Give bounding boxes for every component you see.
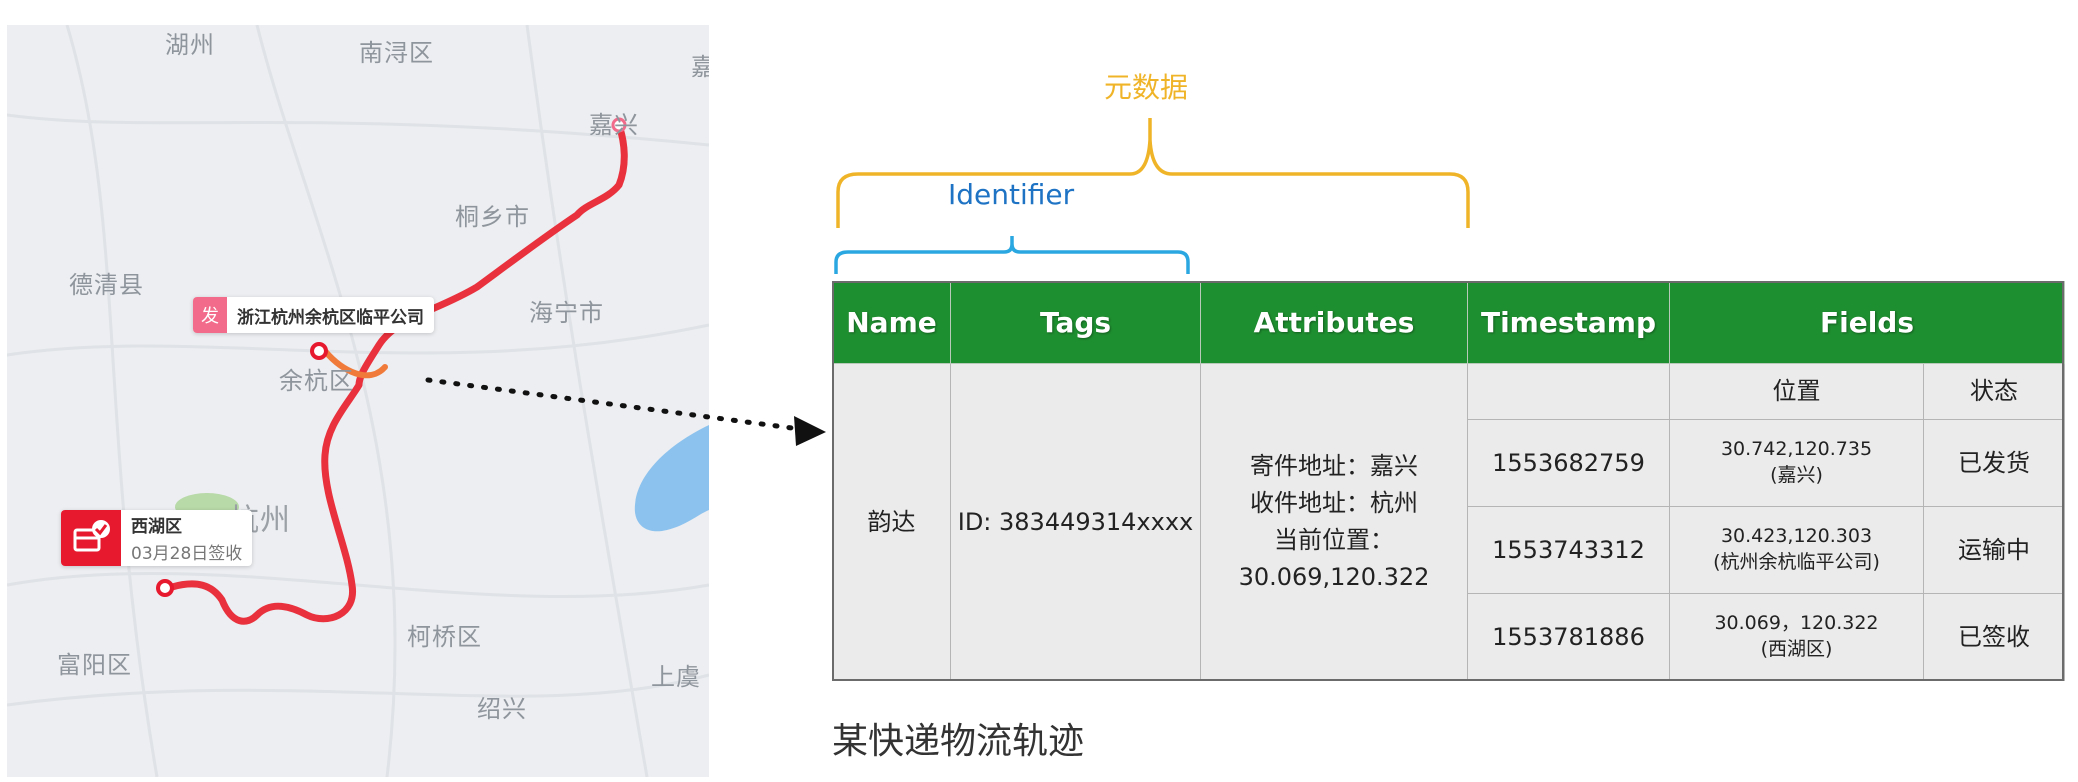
attr-current-coords: 30.069,120.322 — [1238, 563, 1430, 592]
arrow-head — [794, 416, 826, 446]
package-signed-icon — [61, 510, 121, 566]
cell-timestamp: 1553743312 — [1467, 505, 1670, 594]
destination-callout[interactable]: 西湖区 03月28日签收 — [61, 510, 253, 566]
cell-name: 韵达 — [832, 363, 951, 681]
location-note: (西湖区) — [1760, 637, 1833, 660]
metadata-label: 元数据 — [1104, 71, 1189, 104]
attr-current-label: 当前位置： — [1274, 526, 1394, 554]
river-water — [634, 425, 709, 532]
diagram-caption: 某快递物流轨迹 — [832, 721, 1085, 762]
place-jia-edge: 嘉 — [691, 53, 709, 81]
place-jiaxing: 嘉兴 — [589, 111, 639, 139]
place-shaoxing: 绍兴 — [477, 695, 527, 723]
attr-sender: 寄件地址：嘉兴 — [1250, 451, 1418, 480]
location-note: (嘉兴) — [1770, 463, 1823, 486]
place-huzhou: 湖州 — [165, 31, 215, 59]
origin-marker — [310, 342, 328, 360]
place-keqiao: 柯桥区 — [407, 623, 482, 651]
cell-timestamp-empty — [1467, 363, 1670, 420]
subheader-status: 状态 — [1923, 363, 2065, 420]
cell-timestamp: 1553682759 — [1467, 418, 1670, 507]
cell-status: 已发货 — [1923, 418, 2065, 507]
identifier-brace — [834, 236, 1190, 274]
cell-attributes: 寄件地址：嘉兴 收件地址：杭州 当前位置： 30.069,120.322 — [1200, 363, 1468, 681]
time-series-table: Name Tags Attributes Timestamp Fields 韵达… — [832, 281, 2065, 682]
header-tags: Tags — [950, 281, 1201, 364]
origin-callout[interactable]: 发 浙江杭州余杭区临平公司 — [193, 297, 434, 333]
subheader-location: 位置 — [1669, 363, 1924, 420]
location-note: (杭州余杭临平公司) — [1713, 550, 1880, 573]
destination-marker — [611, 117, 627, 133]
cell-status: 运输中 — [1923, 505, 2065, 594]
place-deqing: 德清县 — [69, 271, 144, 299]
cell-timestamp: 1553781886 — [1467, 592, 1670, 682]
destination-subtitle: 03月28日签收 — [131, 544, 243, 564]
location-coords: 30.423,120.303 — [1720, 525, 1873, 548]
cell-location: 30.423,120.303 (杭州余杭临平公司) — [1669, 505, 1924, 594]
table-row: 1553781886 30.069，120.322 (西湖区) 已签收 — [833, 592, 2065, 682]
table-row: 韵达 ID: 383449314xxxx 寄件地址：嘉兴 收件地址：杭州 当前位… — [832, 363, 2065, 681]
place-haining: 海宁市 — [529, 299, 604, 327]
attr-receiver: 收件地址：杭州 — [1250, 488, 1418, 517]
place-yuhang: 余杭区 — [279, 367, 354, 395]
place-nanxun: 南浔区 — [359, 39, 434, 67]
location-coords: 30.069，120.322 — [1714, 612, 1879, 635]
destination-title: 西湖区 — [131, 517, 182, 537]
pickup-segment — [322, 348, 388, 379]
header-attributes: Attributes — [1200, 281, 1468, 364]
location-coords: 30.742,120.735 — [1720, 438, 1873, 461]
origin-badge: 发 — [193, 297, 227, 333]
origin-label: 浙江杭州余杭区临平公司 — [237, 307, 424, 328]
logistics-map[interactable]: 湖州 南浔区 嘉 嘉兴 桐乡市 德清县 海宁市 余杭区 杭州 柯桥区 富阳区 上… — [7, 25, 709, 777]
table-header-row: Name Tags Attributes Timestamp Fields — [832, 281, 2065, 364]
delivery-route — [168, 121, 628, 625]
place-fuyang: 富阳区 — [57, 651, 132, 679]
identifier-label: Identifier — [948, 178, 1075, 211]
dotted-arrow-line — [425, 377, 795, 431]
header-timestamp: Timestamp — [1467, 281, 1670, 364]
cell-status: 已签收 — [1923, 592, 2065, 682]
cell-location: 30.742,120.735 (嘉兴) — [1669, 418, 1924, 507]
header-fields: Fields — [1669, 281, 2065, 364]
signed-marker — [156, 579, 174, 597]
cell-location: 30.069，120.322 (西湖区) — [1669, 592, 1924, 682]
place-shangyu: 上虞 — [651, 663, 701, 691]
place-tongxiang: 桐乡市 — [455, 203, 530, 231]
table-row: 1553682759 30.742,120.735 (嘉兴) 已发货 — [833, 418, 2065, 507]
table-row: 1553743312 30.423,120.303 (杭州余杭临平公司) 运输中 — [833, 505, 2065, 594]
cell-tags: ID: 383449314xxxx — [950, 363, 1201, 681]
header-name: Name — [832, 281, 951, 364]
metadata-brace — [836, 118, 1470, 228]
